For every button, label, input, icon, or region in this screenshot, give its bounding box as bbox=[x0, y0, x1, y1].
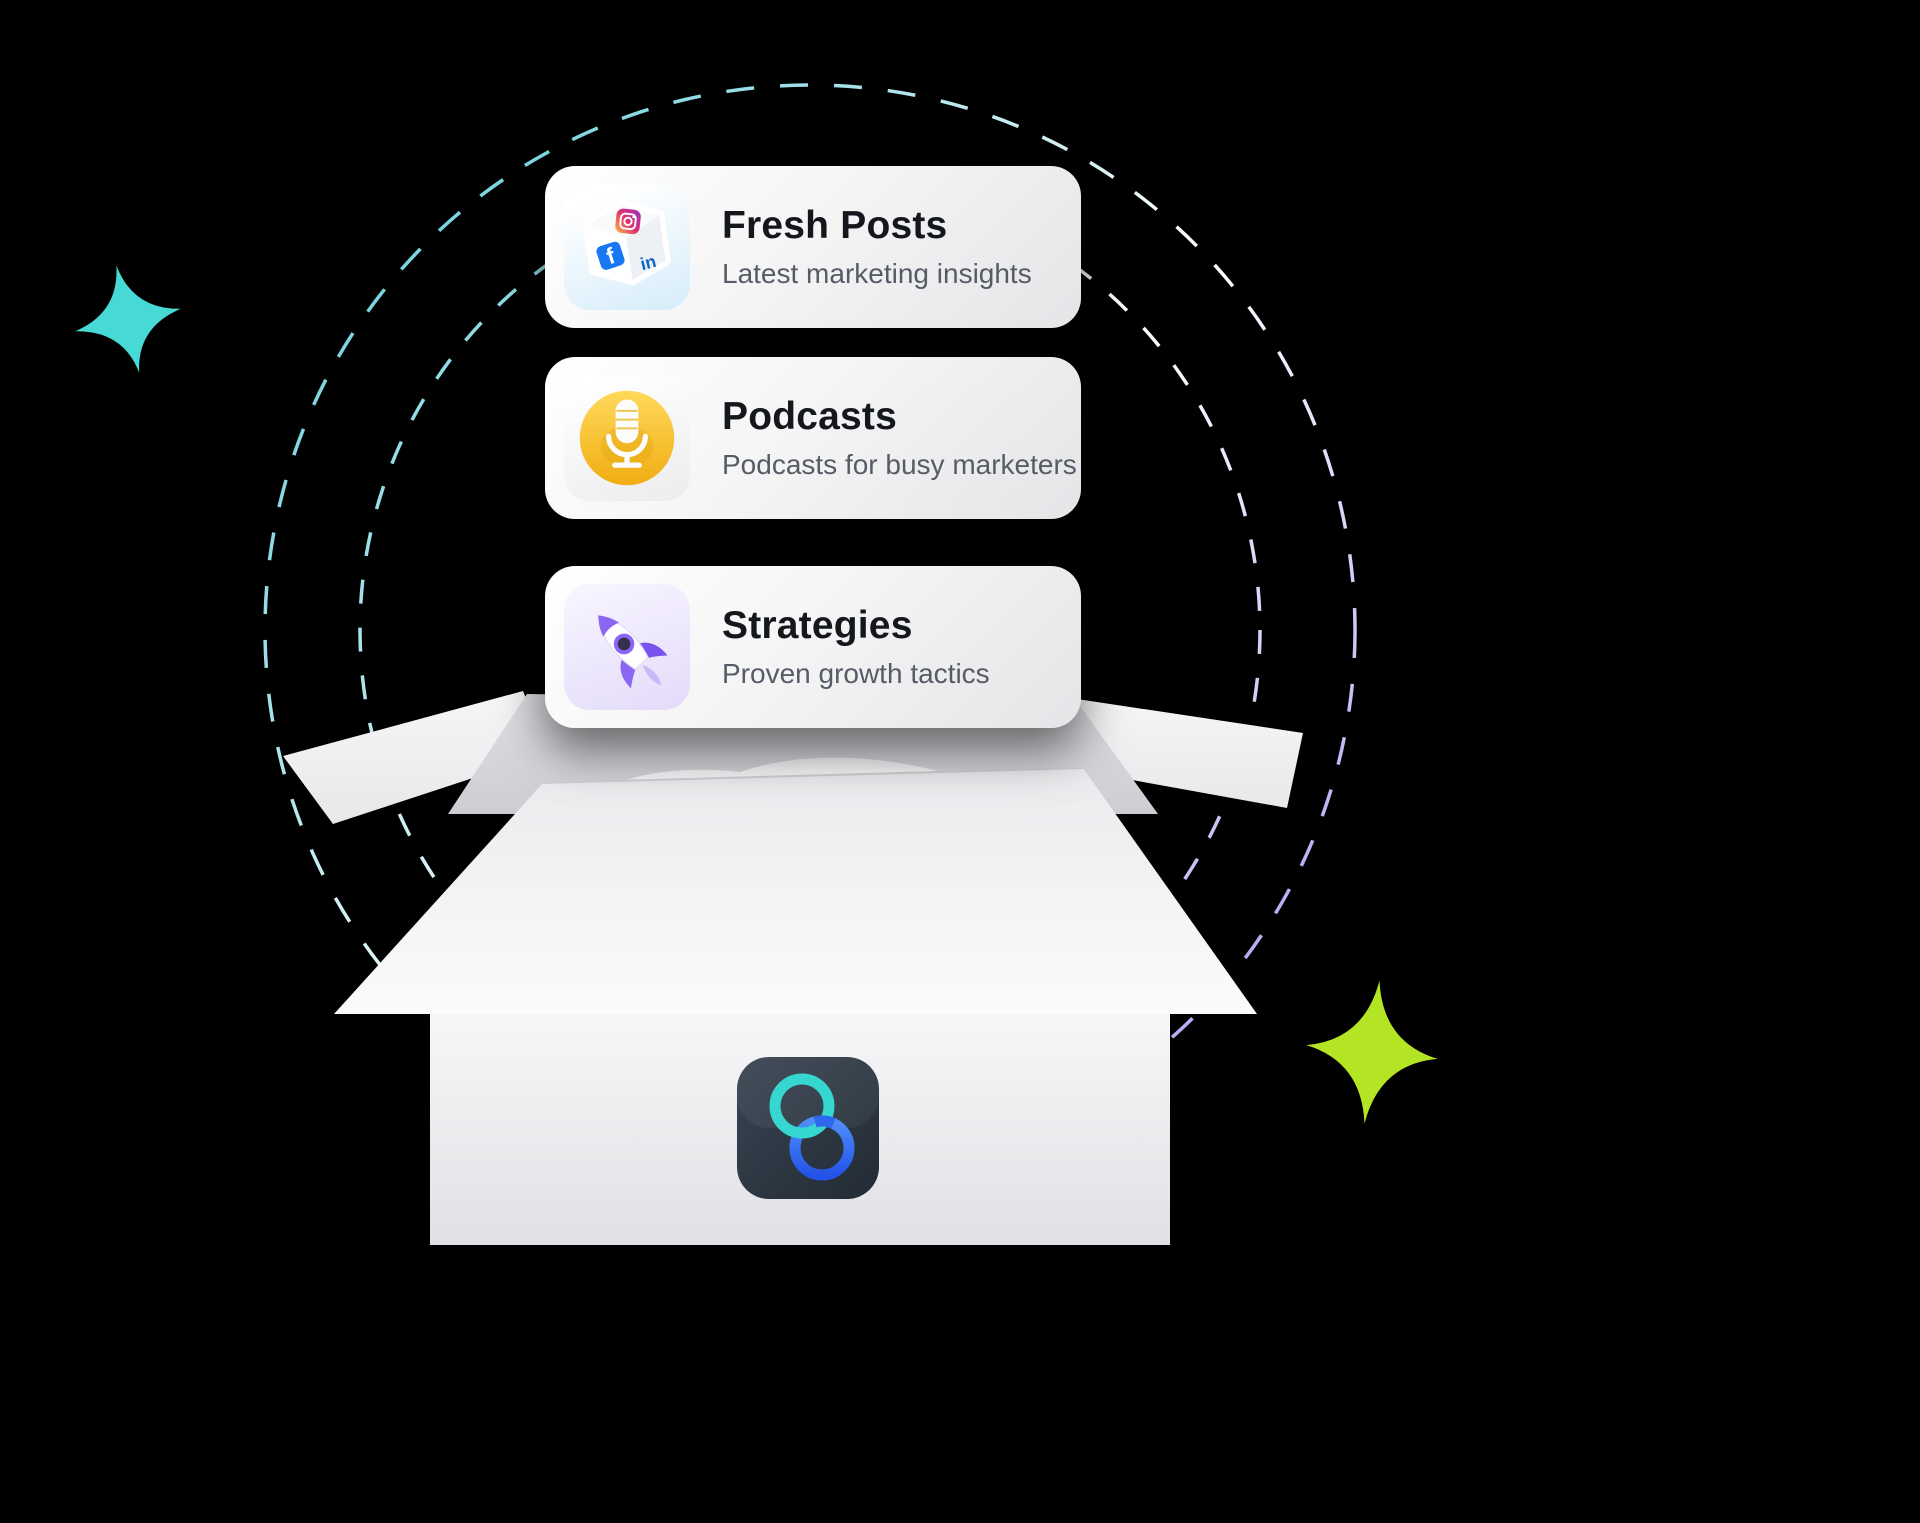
svg-text:in: in bbox=[638, 251, 658, 274]
mic-shape bbox=[606, 399, 648, 468]
microphone-icon bbox=[564, 375, 690, 501]
card-title: Podcasts bbox=[722, 395, 898, 438]
microphone-graphic bbox=[579, 390, 675, 486]
rocket-window bbox=[613, 633, 635, 655]
box-front-flare bbox=[334, 768, 1257, 1014]
rocket-shape bbox=[597, 614, 668, 689]
logo-ring-teal bbox=[769, 1073, 835, 1139]
logo-ring-interlock bbox=[813, 1115, 836, 1129]
linkedin-icon: in bbox=[638, 251, 658, 274]
box-front-rim bbox=[542, 767, 1084, 784]
sparkle-green-icon bbox=[1306, 980, 1438, 1124]
rocket-icon bbox=[564, 584, 690, 710]
card-subtitle: Latest marketing insights bbox=[722, 258, 1032, 289]
card-title: Fresh Posts bbox=[722, 204, 948, 247]
rocket-nose bbox=[598, 615, 620, 637]
feature-card-podcasts: Podcasts Podcasts for busy marketers bbox=[545, 357, 1081, 519]
brand-logo bbox=[737, 1057, 879, 1199]
orbit-ring-outer bbox=[263, 83, 1357, 1177]
card-text-block: Fresh Posts Latest marketing insights bbox=[722, 204, 1032, 290]
rocket-fin-left bbox=[620, 656, 636, 689]
feature-card-fresh-posts: f in Fresh Posts Latest marketing insigh… bbox=[545, 166, 1081, 328]
box-left-flap bbox=[283, 691, 549, 824]
instagram-icon bbox=[615, 208, 641, 235]
rocket-flame bbox=[642, 664, 662, 686]
sparkle-teal-icon bbox=[75, 265, 181, 373]
card-subtitle: Proven growth tactics bbox=[722, 658, 990, 689]
social-cube-icon: f in bbox=[564, 184, 690, 310]
card-title: Strategies bbox=[722, 604, 913, 647]
card-text-block: Podcasts Podcasts for busy marketers bbox=[722, 395, 1077, 481]
box-right-flap bbox=[1077, 699, 1303, 808]
feature-card-strategies: Strategies Proven growth tactics bbox=[545, 566, 1081, 728]
social-cube-graphic: f in bbox=[582, 199, 671, 286]
card-subtitle: Podcasts for busy marketers bbox=[722, 449, 1077, 480]
card-text-block: Strategies Proven growth tactics bbox=[722, 604, 990, 690]
facebook-icon: f bbox=[596, 241, 625, 270]
rocket-graphic bbox=[597, 614, 668, 689]
mic-shadow bbox=[600, 425, 654, 468]
